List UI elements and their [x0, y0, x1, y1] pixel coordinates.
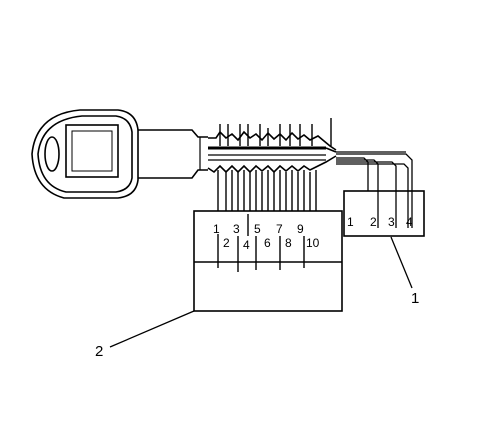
cut-number-labels: 1 2 3 4 5 6 7 8 9 10: [213, 222, 320, 252]
key-transponder-window: [65, 124, 119, 178]
key-blade: [207, 130, 337, 174]
depth-label-3: 3: [388, 215, 395, 229]
callout-2-label: 2: [95, 343, 103, 360]
cut-label-6: 6: [264, 236, 271, 250]
callout-2-leader: [109, 310, 195, 348]
callout-1-label: 1: [411, 290, 419, 307]
key-ring-hole-icon: [44, 136, 60, 172]
cut-depth-marks-upper: [219, 124, 313, 146]
depth-gauge-inner-lines: [377, 191, 413, 228]
cut-label-8: 8: [285, 236, 292, 250]
depth-scale-labels: 1 2 3 4: [347, 215, 413, 229]
depth-label-1: 1: [347, 215, 354, 229]
cut-label-7: 7: [276, 222, 283, 236]
depth-label-2: 2: [370, 215, 377, 229]
spacing-gauge-ticks: [217, 214, 305, 272]
cut-label-4: 4: [243, 238, 250, 252]
cut-label-9: 9: [297, 222, 304, 236]
cut-label-3: 3: [233, 222, 240, 236]
depth-gauge-block: [343, 190, 425, 237]
cut-label-1: 1: [213, 222, 220, 236]
cut-label-5: 5: [254, 222, 261, 236]
callout-1-leader: [390, 236, 413, 289]
key-shank: [138, 129, 208, 179]
cut-label-2: 2: [223, 236, 230, 250]
cut-label-10: 10: [306, 236, 320, 250]
reference-lines: [330, 118, 406, 153]
key-head: [31, 109, 139, 199]
depth-label-4: 4: [406, 215, 413, 229]
